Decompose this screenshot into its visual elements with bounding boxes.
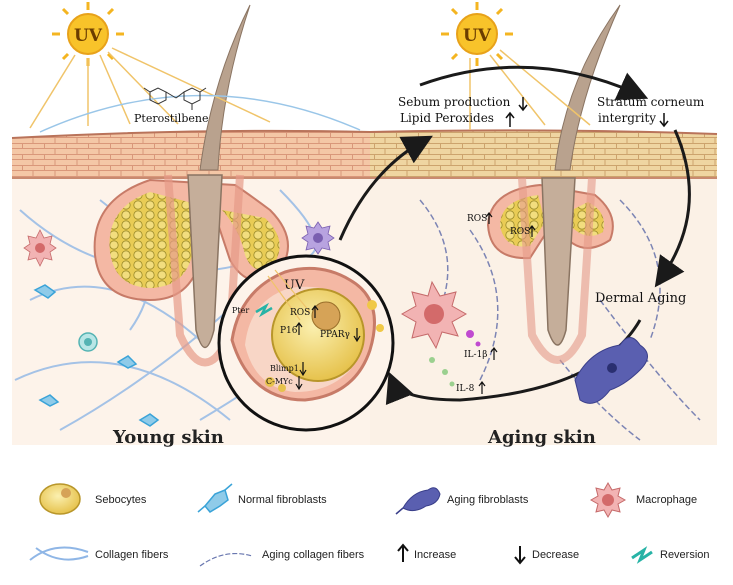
down-arrow-icon xyxy=(299,362,307,377)
uv-label-left: UV xyxy=(74,26,103,46)
legend-normal-fibroblasts-label: Normal fibroblasts xyxy=(238,494,327,506)
reversion-icon xyxy=(255,302,273,318)
up-arrow-icon xyxy=(478,381,486,394)
inset-uv-label: UV xyxy=(284,278,305,293)
legend-collagen-label: Collagen fibers xyxy=(95,549,169,561)
stratum-label: Stratum corneum xyxy=(597,95,705,109)
up-arrow-icon xyxy=(528,225,536,237)
uv-label-right: UV xyxy=(463,26,492,46)
aging-collagen-icon xyxy=(199,553,253,567)
down-arrow-icon xyxy=(295,376,303,391)
legend-sebocytes-label: Sebocytes xyxy=(95,494,147,506)
aging-skin-label: Aging skin xyxy=(487,427,596,448)
collagen-fibers-icon xyxy=(29,546,89,561)
reversion-icon xyxy=(631,546,653,564)
immune-cell-purple xyxy=(301,221,335,255)
sebocyte-inset xyxy=(217,254,395,432)
inset-ppar-label: PPARγ xyxy=(320,330,350,340)
up-arrow-icon xyxy=(485,212,493,224)
pterostilbene-label: Pterostilbene xyxy=(134,112,208,125)
legend xyxy=(29,481,653,567)
cyan-cell xyxy=(78,332,98,352)
up-arrow-icon xyxy=(295,322,303,335)
il1b-label: IL-1β xyxy=(464,350,488,360)
pterostilbene-molecule xyxy=(143,87,207,110)
uv-rays xyxy=(29,47,591,130)
inset-ros-label: ROS xyxy=(290,308,310,318)
macrophage-small xyxy=(23,229,57,267)
up-arrow-icon xyxy=(311,305,319,318)
up-arrow-icon xyxy=(505,111,515,127)
il8-label: IL-8 xyxy=(456,384,475,394)
dermal-aging-label: Dermal Aging xyxy=(595,291,686,306)
legend-aging-fibroblasts-label: Aging fibroblasts xyxy=(447,494,529,506)
macrophage-icon xyxy=(589,481,627,519)
legend-aging-collagen-label: Aging collagen fibers xyxy=(262,549,365,561)
cycle-arrow-top xyxy=(419,65,649,100)
young-skin-label: Young skin xyxy=(112,427,224,448)
up-arrow-icon xyxy=(397,543,409,562)
macrophage-large xyxy=(400,280,468,350)
down-arrow-icon xyxy=(353,328,361,343)
normal-fibroblast-icon xyxy=(197,483,233,513)
up-arrow-icon xyxy=(490,347,498,360)
sun-icon-right xyxy=(441,2,513,66)
hair-follicle-young xyxy=(187,174,223,349)
legend-increase-label: Increase xyxy=(414,549,456,561)
cycle-arrow-left xyxy=(338,135,433,241)
legend-macrophage-label: Macrophage xyxy=(636,494,697,506)
hair-shaft-aging xyxy=(554,4,621,171)
down-arrow-icon xyxy=(518,97,528,112)
inset-p16-label: P16 xyxy=(280,326,298,336)
stratum-label-2: intergrity xyxy=(598,111,656,125)
lipid-label: Lipid Peroxides xyxy=(400,111,494,125)
cytokine-dots xyxy=(429,330,481,387)
hair-follicle-aging xyxy=(541,177,576,346)
hair-shaft-young xyxy=(199,4,251,171)
ros-label-left: ROS xyxy=(467,214,487,224)
epidermis-aging xyxy=(370,130,717,178)
inset-cmyc-label: C-MYc xyxy=(266,377,293,386)
legend-reversion-label: Reversion xyxy=(660,549,710,561)
sebum-label: Sebum production xyxy=(398,95,511,109)
inset-uv-rays xyxy=(267,269,311,321)
inset-blimp-label: Blimp1 xyxy=(270,364,299,373)
down-arrow-icon xyxy=(659,113,669,128)
sebocyte-icon xyxy=(39,483,81,515)
down-arrow-icon xyxy=(514,546,526,565)
cycle-arrow-right xyxy=(654,129,691,288)
ros-label-right: ROS xyxy=(510,227,530,237)
aging-fibroblast-icon xyxy=(395,487,441,515)
legend-decrease-label: Decrease xyxy=(532,549,579,561)
inset-pter-label: Pter xyxy=(232,306,249,315)
normal-fibroblasts xyxy=(33,284,160,427)
